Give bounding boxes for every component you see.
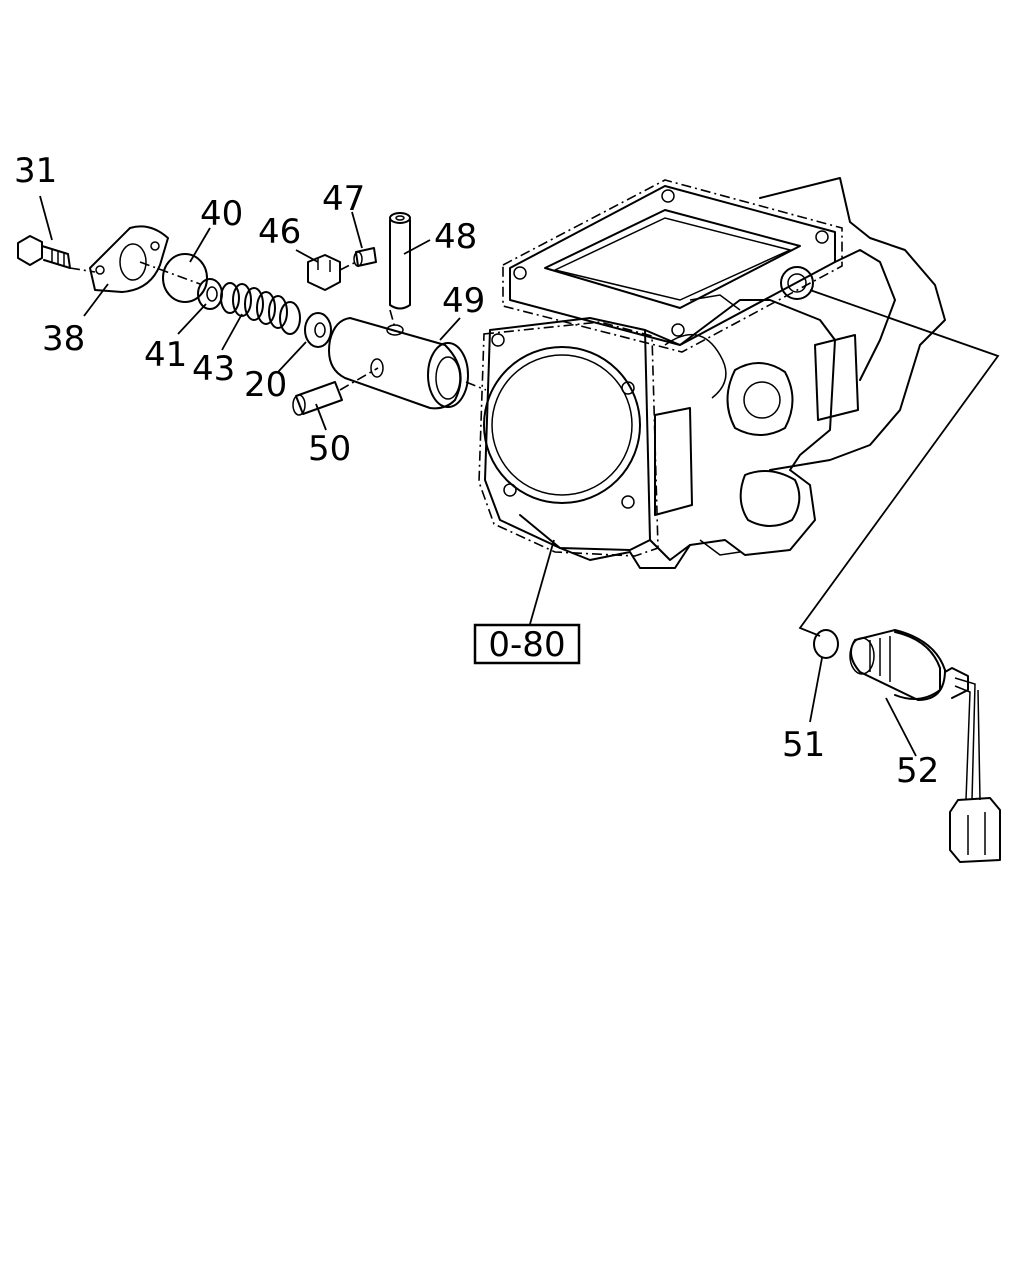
sensor-52: [849, 629, 1001, 863]
callout-47: 47: [322, 179, 365, 219]
pin-50: [292, 381, 343, 416]
pin-47: [353, 247, 377, 267]
callout-48: 48: [434, 217, 477, 257]
reference-box-0-80: 0-80: [473, 623, 581, 665]
washer-20: [304, 312, 332, 348]
o-ring-51: [813, 629, 839, 659]
leader-lines: [39, 195, 917, 757]
callout-46: 46: [258, 212, 301, 252]
callout-50: 50: [308, 429, 351, 469]
callout-51: 51: [782, 725, 825, 765]
bolt-31: [17, 235, 71, 269]
cover-plate-38: [89, 225, 169, 293]
sleeve-49: [328, 317, 469, 410]
callout-20: 20: [244, 365, 287, 405]
callout-40: 40: [200, 194, 243, 234]
rod-48: [389, 212, 411, 310]
o-ring-40: [162, 253, 208, 303]
callout-31: 31: [14, 151, 57, 191]
reference-label: 0-80: [488, 625, 565, 665]
housing-assembly: [478, 177, 946, 569]
callout-43: 43: [192, 349, 235, 389]
callout-52: 52: [896, 751, 939, 791]
assembly-axes: [69, 261, 1000, 637]
spring-43: [220, 282, 301, 335]
callout-49: 49: [442, 281, 485, 321]
clip-46: [307, 254, 341, 291]
callout-labels: 31 40 47 46 48 49 38 41 43 20 50 51 52: [14, 151, 939, 791]
callout-41: 41: [144, 335, 187, 375]
callout-38: 38: [42, 319, 85, 359]
